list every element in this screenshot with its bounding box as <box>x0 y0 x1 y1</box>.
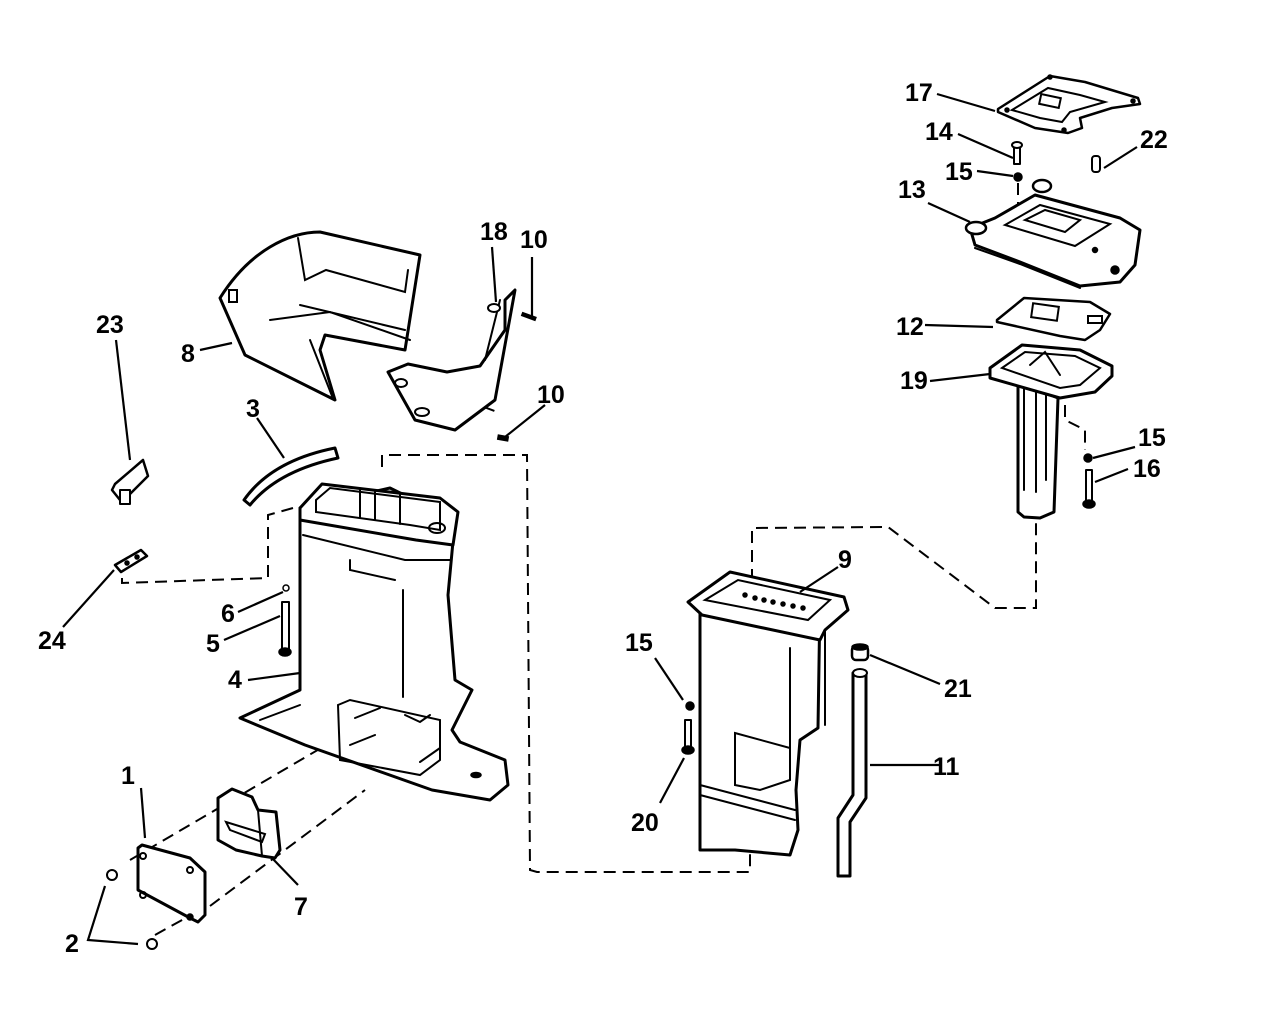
callout-12: 12 <box>896 313 924 341</box>
callout-3: 3 <box>246 395 260 423</box>
callout-16: 16 <box>1133 455 1161 483</box>
callout-19: 19 <box>900 367 928 395</box>
part-15-washer-right <box>1083 453 1093 463</box>
part-12-gasket <box>995 296 1112 342</box>
part-9-exhaust-housing <box>686 570 850 857</box>
callout-24: 24 <box>38 627 66 655</box>
callout-9: 9 <box>838 546 852 574</box>
callout-5: 5 <box>206 630 220 658</box>
callout-13: 13 <box>898 176 926 204</box>
part-22-dowel <box>1091 155 1101 173</box>
part-19-exhaust-adapter <box>988 343 1114 520</box>
callout-6: 6 <box>221 600 235 628</box>
part-21-grommet <box>850 643 870 662</box>
part-3-seal <box>242 446 340 507</box>
callout-10-upper: 10 <box>520 226 548 254</box>
part-5-screw <box>278 601 292 657</box>
guide-exhaust-to-adapter <box>751 520 1037 609</box>
callout-17: 17 <box>905 79 933 107</box>
part-16-screw <box>1082 469 1096 509</box>
callout-2: 2 <box>65 930 79 958</box>
part-2-screws <box>106 869 158 950</box>
part-13-adapter-plate <box>964 178 1142 289</box>
callout-labels: 1 2 3 4 5 6 7 8 9 10 10 11 12 13 14 15 1… <box>38 79 1168 958</box>
callout-10-lower: 10 <box>537 381 565 409</box>
part-14-screw <box>1011 141 1023 165</box>
part-24-plate <box>113 548 149 574</box>
part-7-mount-block <box>216 787 282 860</box>
guide-housing-to-plate <box>121 507 294 585</box>
callout-4: 4 <box>228 666 242 694</box>
part-15-washer-top <box>1013 172 1023 182</box>
part-8-lower-cowl-left <box>218 230 422 402</box>
leader-lines <box>62 92 1138 946</box>
part-4-midsection-housing <box>238 482 510 802</box>
guide-cover-lower <box>209 789 366 907</box>
part-6-washer <box>282 584 290 592</box>
part-17-gasket <box>996 74 1142 135</box>
callout-14: 14 <box>925 118 953 146</box>
callout-18: 18 <box>480 218 508 246</box>
part-15-washer-lower <box>685 701 695 711</box>
part-11-water-tube <box>836 671 868 878</box>
callout-7: 7 <box>294 893 308 921</box>
callout-15-top: 15 <box>945 158 973 186</box>
guide-adapter-to-washer <box>1064 405 1086 450</box>
guide-housing-to-exhaust <box>381 454 751 873</box>
part-1-cover <box>136 843 207 924</box>
water-tube-end <box>852 668 868 678</box>
callout-15-lower: 15 <box>625 629 653 657</box>
callout-15-right: 15 <box>1138 424 1166 452</box>
exhaust-holes <box>742 592 806 611</box>
callout-20: 20 <box>631 809 659 837</box>
callout-8: 8 <box>181 340 195 368</box>
callout-11: 11 <box>933 753 960 781</box>
callout-1: 1 <box>121 762 135 790</box>
callout-22: 22 <box>1140 126 1168 154</box>
callout-23: 23 <box>96 311 124 339</box>
part-10-screw-upper <box>520 311 537 322</box>
part-18-lower-cowl-right <box>386 288 517 432</box>
part-23-bracket <box>110 458 150 505</box>
part-20-screw <box>681 719 695 755</box>
callout-21: 21 <box>944 675 972 703</box>
